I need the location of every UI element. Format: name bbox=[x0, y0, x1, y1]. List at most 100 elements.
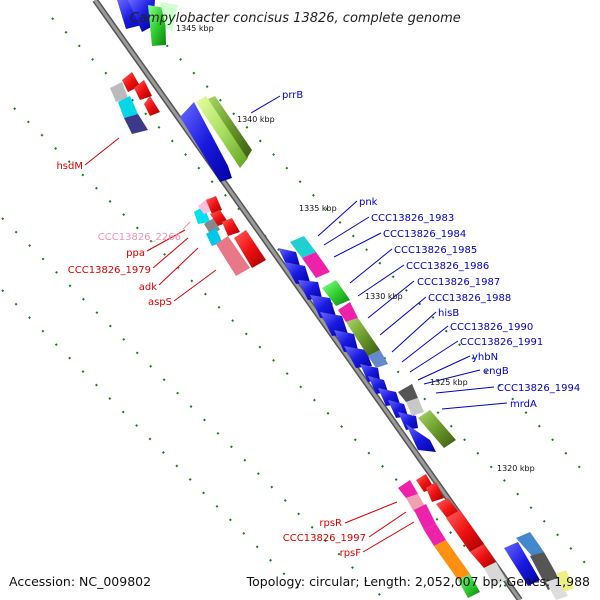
gene-block bbox=[546, 578, 568, 600]
topology-text: Topology: circular; Length: 2,052,007 bp… bbox=[246, 574, 590, 589]
leader-aspS bbox=[173, 269, 217, 302]
leader-1979 bbox=[152, 237, 189, 269]
leader-1983 bbox=[323, 216, 370, 246]
inner-aspS-cluster bbox=[194, 196, 266, 276]
leader-lines bbox=[84, 95, 508, 553]
gene-block bbox=[322, 280, 350, 306]
leader-engB bbox=[423, 369, 481, 385]
leader-1987 bbox=[367, 280, 415, 319]
outer-top-cluster bbox=[117, 0, 178, 46]
gene-block bbox=[278, 248, 300, 268]
gene-block bbox=[196, 96, 248, 168]
gene-label-ppa: ppa bbox=[126, 248, 145, 259]
outer-main-cluster bbox=[278, 236, 456, 452]
inner-rps-cluster bbox=[398, 474, 506, 598]
gene-block bbox=[516, 532, 544, 556]
leader-rpsR bbox=[344, 501, 398, 524]
outer-prrB-cluster bbox=[180, 96, 252, 182]
leader-1991 bbox=[409, 340, 459, 373]
gene-block bbox=[160, 2, 178, 32]
gene-label-1986: CCC13826_1986 bbox=[406, 261, 489, 272]
gene-label-1994: CCC13826_1994 bbox=[497, 383, 580, 394]
gene-label-hsdM: hsdM bbox=[56, 161, 83, 172]
gene-block bbox=[346, 318, 380, 356]
kbp-label: 1330 kbp bbox=[365, 292, 403, 301]
gene-label-1991: CCC13826_1991 bbox=[460, 337, 543, 348]
gene-block bbox=[216, 236, 250, 276]
map-title: Campylobacter concisus 13826, complete g… bbox=[130, 11, 461, 26]
inner-hsdM-cluster bbox=[110, 72, 160, 134]
gene-label-1987: CCC13826_1987 bbox=[417, 277, 500, 288]
leader-1985 bbox=[349, 248, 393, 284]
gene-block bbox=[344, 346, 372, 368]
leader-mrdA bbox=[441, 402, 508, 410]
gene-block bbox=[284, 262, 310, 284]
kbp-label: 1325 kbp bbox=[430, 378, 468, 387]
gene-block bbox=[290, 236, 316, 258]
gene-block bbox=[446, 510, 484, 552]
gene-block bbox=[484, 562, 506, 586]
leader-prrB bbox=[250, 95, 281, 114]
gene-block bbox=[222, 218, 240, 236]
gene-block bbox=[110, 82, 128, 102]
scale-marks: 1345 kbp 1340 kbp 1335 kbp 1330 kbp 1325… bbox=[176, 24, 535, 473]
gene-block bbox=[334, 330, 358, 352]
gene-block bbox=[406, 398, 424, 416]
gene-label-prrB: prrB bbox=[282, 90, 303, 101]
gene-labels: prrB hsdM pnk CCC13826_1983 CCC13826_198… bbox=[56, 90, 580, 559]
leader-1997 bbox=[368, 511, 407, 538]
gene-block bbox=[148, 5, 166, 46]
gene-block bbox=[458, 574, 480, 598]
leader-ppa bbox=[146, 229, 186, 252]
gene-label-engB: engB bbox=[483, 366, 509, 377]
kbp-label: 1345 kbp bbox=[176, 24, 214, 33]
leader-1988 bbox=[379, 296, 427, 336]
gene-block bbox=[234, 230, 266, 268]
gene-label-yhbN: yhbN bbox=[472, 352, 498, 363]
kbp-label: 1320 kbp bbox=[497, 464, 535, 473]
gene-label-aspS: aspS bbox=[148, 297, 172, 308]
gene-block bbox=[414, 504, 436, 530]
kbp-label: 1340 kbp bbox=[237, 115, 275, 124]
leader-1990 bbox=[401, 325, 449, 363]
leader-hsdM bbox=[84, 137, 120, 166]
gene-label-hisB: hisB bbox=[438, 308, 459, 319]
gene-block bbox=[194, 206, 210, 224]
gene-label-rpsR: rpsR bbox=[319, 518, 342, 529]
gene-block bbox=[118, 96, 138, 118]
gene-block bbox=[128, 0, 155, 32]
gene-block bbox=[378, 388, 400, 406]
gene-block bbox=[338, 302, 358, 322]
gene-block bbox=[124, 114, 148, 134]
gene-block bbox=[298, 280, 322, 300]
leader-hisB bbox=[391, 311, 437, 353]
gene-block bbox=[302, 252, 330, 278]
gene-label-2266: CCC13826_2266 bbox=[98, 232, 181, 243]
leader-adk bbox=[158, 247, 199, 286]
gene-block bbox=[398, 384, 418, 402]
gene-block bbox=[320, 312, 348, 336]
gene-block bbox=[206, 228, 222, 246]
gene-block bbox=[180, 102, 232, 182]
gene-label-1979: CCC13826_1979 bbox=[68, 265, 151, 276]
gene-block bbox=[398, 412, 418, 430]
leader-yhbN bbox=[417, 355, 471, 381]
leader-2266 bbox=[182, 221, 191, 230]
gene-block bbox=[144, 96, 160, 116]
gene-label-1988: CCC13826_1988 bbox=[428, 293, 511, 304]
gene-label-rpsF: rpsF bbox=[340, 548, 362, 559]
leader-pnk bbox=[317, 200, 358, 237]
gene-block bbox=[426, 482, 444, 502]
gene-block bbox=[398, 480, 418, 498]
gene-block bbox=[206, 196, 222, 214]
kbp-label: 1335 kbp bbox=[299, 204, 337, 213]
gene-label-pnk: pnk bbox=[359, 197, 378, 208]
gene-label-1984: CCC13826_1984 bbox=[383, 229, 466, 240]
leader-1986 bbox=[357, 264, 405, 297]
gene-block bbox=[310, 295, 336, 318]
gene-label-mrdA: mrdA bbox=[510, 399, 537, 410]
gene-block bbox=[368, 350, 388, 368]
gene-block bbox=[406, 424, 436, 452]
gene-block bbox=[360, 364, 380, 382]
